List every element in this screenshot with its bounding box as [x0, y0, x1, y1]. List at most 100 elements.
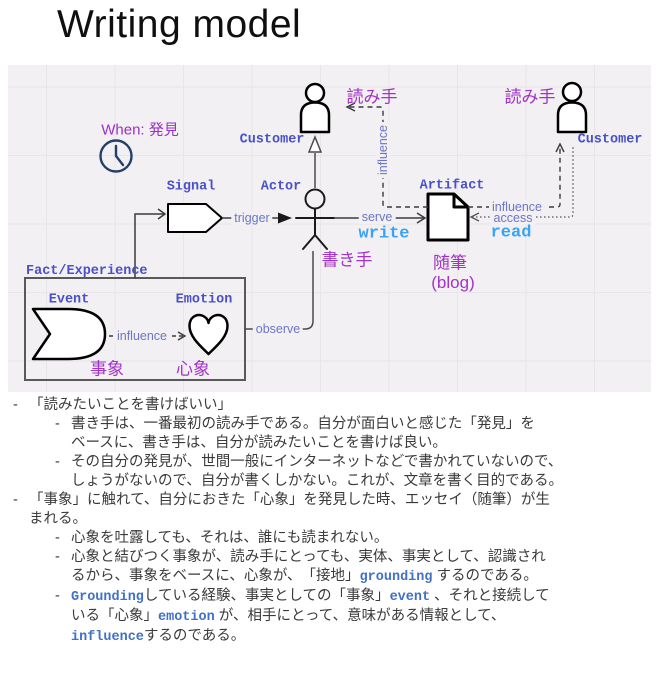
note-line: -心象を吐露しても、それは、誰にも読まれない。 [55, 529, 659, 548]
note-line: -「事象」に触れて、自分におきた「心象」を発見した時、エッセイ（随筆）が生 [13, 491, 659, 510]
note-line: しょうがないので、自分が書くしかない。これが、文章を書く目的である。 [55, 472, 659, 491]
artifact-shape [426, 192, 470, 242]
note-bullet [55, 627, 71, 647]
actor-label: Actor [260, 179, 302, 195]
note-line: -「読みたいことを書けばいい」 [13, 396, 659, 415]
essay-label: 随筆 [433, 253, 467, 273]
note-text: いる「心象」 [71, 608, 158, 624]
influence-center-edge-label: influence [376, 121, 390, 179]
note-text: 心象と結びつく事象が、読み手にとっても、実体、事実として、認識され [71, 549, 546, 565]
note-code-term: Grounding [71, 590, 144, 605]
note-text: 「読みたいことを書けばいい」 [29, 397, 232, 413]
note-bullet: - [55, 588, 60, 604]
note-text-run: まれる。 [29, 510, 87, 529]
note-bullet [13, 510, 29, 529]
customer-right-label: Customer [577, 132, 643, 148]
note-text: 書き手は、一番最初の読み手である。自分が面白いと感じた「発見」を [71, 416, 535, 432]
emotion-label: Emotion [175, 292, 233, 308]
note-code-term: grounding [359, 570, 433, 585]
page-title: Writing model [57, 3, 302, 46]
note-text-run: その自分の発見が、世間一般にインターネットなどで書かれていないので、 [71, 453, 562, 472]
note-text-run: いる「心象」emotion が、相手にとって、意味がある情報として、 [71, 607, 505, 627]
note-bullet: - [55, 454, 60, 470]
trigger-edge-label: trigger [231, 211, 273, 225]
note-text-run: influenceするのである。 [71, 627, 245, 647]
note-line: るから、事象をベースに、心象が、 「接地」grounding するのである。 [55, 567, 659, 587]
note-text-run: ベースに、書き手は、自分が読みたいことを書けば良い。 [71, 434, 447, 453]
note-bullet: - [55, 530, 60, 546]
note-text-run: 心象を吐露しても、それは、誰にも読まれない。 [71, 529, 388, 548]
note-text-run: るから、事象をベースに、心象が、 「接地」grounding するのである。 [71, 567, 538, 587]
clock-icon [99, 139, 133, 173]
note-text-run: 心象と結びつく事象が、読み手にとっても、実体、事実として、認識され [71, 548, 546, 567]
emotion-jp-label: 心象 [176, 359, 210, 379]
note-text: しょうがないので、自分が書くしかない。これが、文章を書く目的である。 [71, 473, 563, 489]
event-jp-label: 事象 [90, 359, 124, 379]
access-arrow [469, 147, 574, 222]
serve-edge-label: serve [358, 210, 396, 224]
influence-right-arrow [468, 142, 565, 208]
note-bullet [55, 567, 71, 587]
note-code-term: influence [71, 630, 144, 645]
note-line: いる「心象」emotion が、相手にとって、意味がある情報として、 [55, 607, 659, 627]
note-code-term: event [389, 590, 431, 605]
event-shape [31, 307, 107, 361]
customer-center-icon [299, 82, 331, 134]
note-line: -書き手は、一番最初の読み手である。自分が面白いと感じた「発見」を [55, 415, 659, 434]
observe-connector [245, 251, 314, 330]
note-text-run: Groundingしている経験、事実としての「事象」event 、それと接続して [71, 587, 550, 607]
note-text: が、相手にとって、意味がある情報として、 [214, 608, 506, 624]
customer-center-label: Customer [239, 132, 305, 148]
customer-right-icon [556, 81, 588, 134]
diagram-canvas: When: 発見 Signal Actor Customer Customer … [8, 65, 651, 392]
note-text-run: 書き手は、一番最初の読み手である。自分が面白いと感じた「発見」を [71, 415, 535, 434]
fact-experience-label: Fact/Experience [26, 264, 148, 279]
observe-edge-label: observe [252, 322, 304, 336]
note-line: まれる。 [13, 510, 659, 529]
note-text-run: 「読みたいことを書けばいい」 [29, 396, 232, 415]
fact-to-signal-arrow [134, 208, 167, 278]
note-bullet [55, 607, 71, 627]
note-line: -Groundingしている経験、事実としての「事象」event 、それと接続し… [55, 587, 659, 607]
note-text: 心象を吐露しても、それは、誰にも読まれない。 [71, 530, 389, 546]
note-bullet: - [55, 416, 60, 432]
when-label: When: 発見 [101, 121, 179, 139]
note-text: まれる。 [29, 511, 87, 527]
note-bullet [55, 434, 71, 453]
note-text-run: しょうがないので、自分が書くしかない。これが、文章を書く目的である。 [71, 472, 563, 491]
influence-right-edge-label: influence [488, 200, 546, 214]
writer-label: 書き手 [321, 250, 373, 270]
note-text: するのである。 [432, 568, 538, 584]
artifact-label: Artifact [419, 178, 485, 194]
actor-to-customer-arrow [307, 134, 323, 188]
signal-label: Signal [166, 179, 216, 195]
note-text: 「事象」に触れて、自分におきた「心象」を発見した時、エッセイ（随筆）が生 [29, 492, 550, 508]
notes-section: -「読みたいことを書けばいい」-書き手は、一番最初の読み手である。自分が面白いと… [0, 396, 659, 647]
note-line: -その自分の発見が、世間一般にインターネットなどで書かれていないので、 [55, 453, 659, 472]
note-text-run: 「事象」に触れて、自分におきた「心象」を発見した時、エッセイ（随筆）が生 [29, 491, 550, 510]
signal-shape [167, 203, 223, 233]
note-code-term: emotion [158, 610, 215, 625]
diagram-shapes [24, 81, 588, 381]
write-label: write [358, 224, 410, 244]
note-bullet: - [13, 492, 18, 508]
heart-shape [188, 313, 229, 356]
access-edge-label: access [490, 211, 536, 225]
read-label: read [490, 223, 532, 243]
note-text: るから、事象をベースに、心象が、 「接地」 [71, 568, 360, 584]
note-text: ベースに、書き手は、自分が読みたいことを書けば良い。 [71, 435, 447, 451]
actor-figure [295, 188, 335, 250]
influence-inner-edge-label: influence [113, 329, 171, 343]
note-bullet: - [13, 397, 18, 413]
note-line: -心象と結びつく事象が、読み手にとっても、実体、事実として、認識され [55, 548, 659, 567]
blog-label: (blog) [431, 273, 475, 292]
note-bullet: - [55, 549, 60, 565]
note-line: influenceするのである。 [55, 627, 659, 647]
note-text: するのである。 [143, 628, 246, 644]
note-bullet [55, 472, 71, 491]
note-line: ベースに、書き手は、自分が読みたいことを書けば良い。 [55, 434, 659, 453]
note-text: している経験、事実としての「事象」 [143, 588, 390, 604]
reader-center-label: 読み手 [346, 87, 398, 107]
note-text: 、それと接続して [430, 588, 550, 604]
note-text: その自分の発見が、世間一般にインターネットなどで書かれていないので、 [71, 454, 563, 470]
